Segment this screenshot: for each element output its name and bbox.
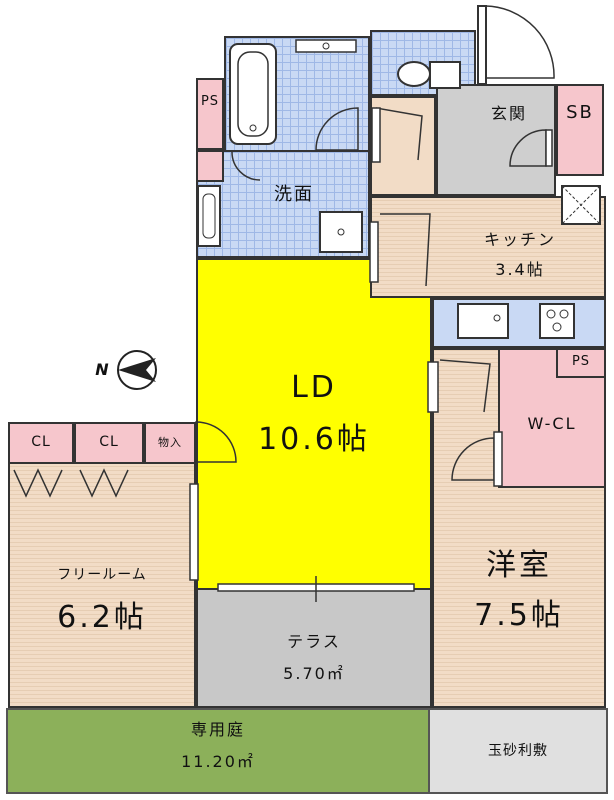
wcl-name: W-CL [527, 414, 577, 433]
sb-box [556, 84, 604, 176]
free-room-name: フリールーム [57, 567, 147, 583]
terrace [196, 587, 432, 708]
garden-size: 11.20㎡ [181, 752, 255, 771]
ps-left-box [196, 78, 224, 150]
closet-1-label: CL [31, 434, 51, 450]
gravel-area [428, 708, 608, 794]
western-room-size: 7.5帖 [474, 598, 564, 633]
kitchen-name: キッチン [483, 230, 556, 249]
kitchen-sink [457, 303, 509, 339]
free-room [8, 462, 196, 708]
free-room-size: 6.2帖 [57, 600, 147, 635]
terrace-size: 5.70㎡ [283, 664, 345, 683]
storage-label: 物入 [158, 436, 182, 449]
entrance-door [485, 5, 555, 79]
western-room-name: 洋室 [486, 548, 552, 583]
ps-left-label: PS [200, 94, 220, 109]
toilet [397, 61, 431, 87]
compass-icon [117, 350, 157, 390]
washroom-name: 洗面 [274, 184, 314, 205]
closet-2-label: CL [99, 434, 119, 450]
terrace-name: テラス [287, 632, 341, 651]
garden [6, 708, 430, 794]
entrance-name: 玄関 [490, 104, 527, 123]
ps-right-box [556, 348, 606, 378]
ld-name: LD [291, 370, 337, 405]
entrance [436, 84, 556, 196]
kitchen-size: 3.4帖 [495, 260, 545, 279]
ld-room [196, 258, 432, 590]
sb-label: SB [566, 102, 594, 123]
kitchen-stove [539, 303, 575, 339]
north-label: N [95, 360, 109, 379]
ld-size: 10.6帖 [258, 422, 370, 457]
closet-2 [74, 422, 144, 464]
washroom [196, 150, 370, 258]
gravel-name: 玉砂利敷 [488, 743, 548, 759]
ps-right-label: PS [571, 354, 591, 369]
ps-left-lower [196, 150, 224, 182]
storage-box [144, 422, 196, 464]
garden-name: 専用庭 [190, 720, 245, 739]
closet-1 [8, 422, 74, 464]
